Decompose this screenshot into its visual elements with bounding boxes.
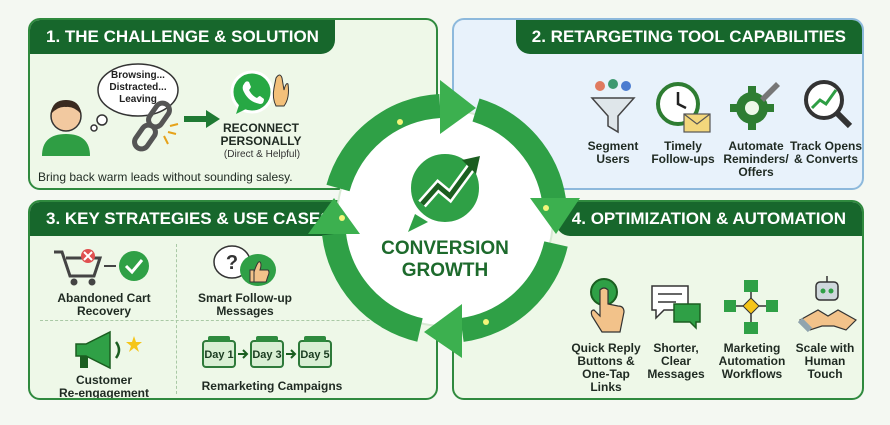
thought-line-3: Leaving — [119, 94, 157, 105]
capability-segment-line-2: Users — [596, 152, 630, 166]
remarketing-campaigns-label: Remarketing Campaigns — [201, 379, 343, 393]
panel-3-title: 3. KEY STRATEGIES & USE CASES — [30, 202, 348, 236]
scale-human-line-1: Scale with — [795, 341, 855, 355]
shorter-messages-line-1: Shorter, — [653, 341, 699, 355]
funnel-icon — [590, 79, 636, 134]
arrow-right-icon — [184, 110, 220, 128]
chat-bubbles-icon — [651, 285, 701, 330]
reconnect-title-line-1: RECONNECT — [222, 121, 299, 135]
capability-segment-line-1: Segment — [587, 139, 639, 153]
cycle-arrowhead-bottom — [424, 304, 462, 358]
gear-wrench-icon — [730, 82, 780, 130]
day-3-calendar: Day 3 — [250, 336, 284, 368]
smart-followup-line-2: Messages — [216, 304, 274, 318]
customer-reengagement-line-1: Customer — [75, 373, 132, 387]
clock-envelope-icon — [656, 82, 711, 133]
cycle-arc-bottom-left — [322, 232, 424, 342]
abandoned-cart-line-2: Recovery — [76, 304, 132, 318]
automation-workflows-line-3: Workflows — [721, 367, 783, 381]
cycle-arrowhead-left — [308, 198, 360, 234]
smart-followup-line-1: Smart Follow-up — [198, 291, 292, 305]
scale-human-line-2: Human — [804, 354, 846, 368]
challenge-solution-panel: 1. THE CHALLENGE & SOLUTION Browsing... … — [28, 18, 438, 190]
megaphone-icon — [75, 330, 142, 370]
day-5-calendar: Day 5 — [298, 336, 332, 368]
cycle-arc-top-left — [326, 94, 441, 192]
shorter-messages-line-2: Clear — [660, 354, 692, 368]
whatsapp-icon — [230, 70, 289, 114]
abandoned-cart-line-1: Abandoned Cart — [57, 291, 151, 305]
thought-line-1: Browsing... — [111, 70, 165, 81]
automation-workflows-line-1: Marketing — [723, 341, 781, 355]
reconnect-subtitle: (Direct & Helpful) — [223, 149, 301, 160]
challenge-footer-text: Bring back warm leads without sounding s… — [38, 170, 293, 184]
day-arrow-icon — [238, 349, 249, 359]
shorter-messages-line-3: Messages — [647, 367, 705, 381]
reconnect-title-line-2: PERSONALLY — [220, 134, 302, 148]
quick-reply-line-4: Links — [590, 380, 622, 394]
svg-text:?: ? — [226, 252, 238, 274]
customer-reengagement-line-2: Re-engagement — [58, 386, 150, 400]
strategies-divider-vertical — [176, 244, 177, 394]
tap-button-icon — [590, 278, 625, 333]
person-icon — [42, 100, 90, 156]
cycle-arrowhead-top — [440, 80, 476, 134]
cycle-arc-top-right — [472, 98, 566, 203]
shopping-cart-icon — [54, 249, 149, 286]
scale-human-line-3: Touch — [807, 367, 843, 381]
capability-followups-line-1: Timely — [664, 139, 702, 153]
growth-label: GROWTH — [401, 260, 489, 281]
capability-automate-line-2: Reminders/ — [723, 152, 789, 166]
conversion-label: CONVERSION — [381, 238, 509, 259]
capability-track-line-1: Track Opens — [789, 139, 863, 153]
broken-link-icon — [132, 100, 179, 152]
quick-reply-line-1: Quick Reply — [571, 341, 641, 355]
cycle-arrows-diagram — [308, 80, 580, 358]
capability-track-line-2: & Converts — [793, 152, 858, 166]
day-arrow-icon — [286, 349, 297, 359]
robot-handshake-icon — [798, 276, 857, 333]
capability-followups-line-2: Follow-ups — [651, 152, 715, 166]
panel-2-title: 2. RETARGETING TOOL CAPABILITIES — [515, 20, 862, 54]
day-1-calendar: Day 1 — [202, 336, 236, 368]
panel-4-title: 4. OPTIMIZATION & AUTOMATION — [555, 202, 862, 236]
thought-line-2: Distracted... — [109, 82, 167, 93]
conversion-growth-label: CONVERSION GROWTH — [355, 238, 535, 282]
cycle-arrowhead-right — [530, 198, 580, 234]
magnifier-chart-icon — [804, 80, 853, 129]
panel-1-title: 1. THE CHALLENGE & SOLUTION — [30, 20, 335, 54]
quick-reply-line-3: One-Tap — [582, 367, 630, 381]
quick-reply-line-2: Buttons & — [577, 354, 635, 368]
capability-automate-line-1: Automate — [728, 139, 784, 153]
strategies-divider-horizontal — [40, 320, 430, 321]
capability-automate-line-3: Offers — [738, 165, 774, 179]
cycle-arc-bottom-right — [460, 241, 568, 342]
workflow-icon — [724, 280, 778, 334]
question-thumbsup-icon: ? — [213, 245, 276, 286]
automation-workflows-line-2: Automation — [718, 354, 786, 368]
